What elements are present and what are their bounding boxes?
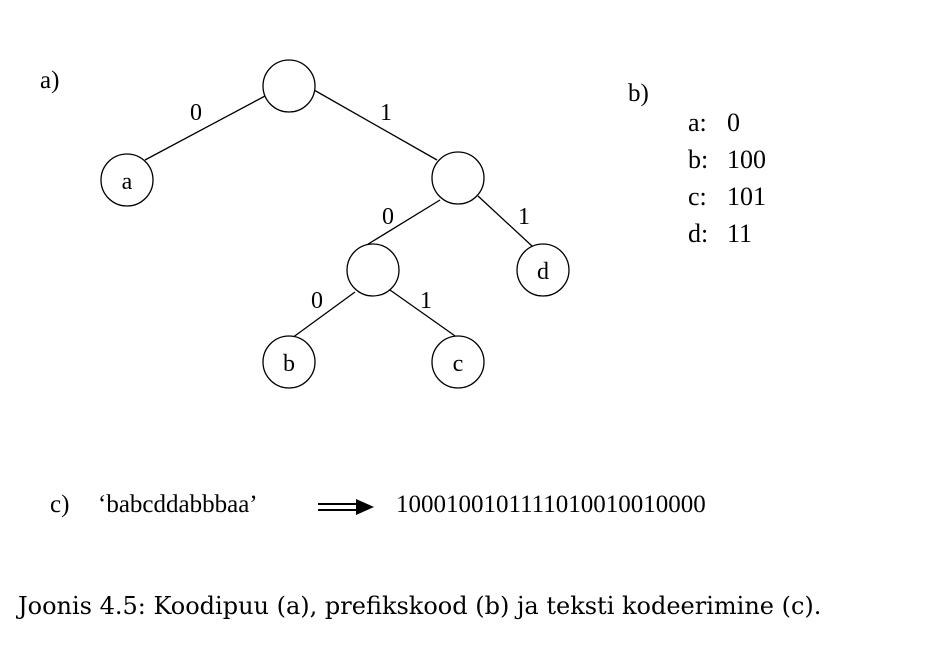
encoding-output: 1000100101111010010010000 <box>396 491 706 518</box>
node-c <box>431 335 485 389</box>
tree-nodes <box>100 59 570 389</box>
part-label-b: b) <box>628 80 649 107</box>
edge-n1-d <box>477 195 533 247</box>
node-b <box>262 335 316 389</box>
node-label-b: b <box>283 351 295 377</box>
encoding-input: ‘babcddabbbaa’ <box>98 491 258 518</box>
edge-root-a <box>144 95 266 161</box>
edge-root-n1 <box>313 89 438 161</box>
figure-caption: Joonis 4.5: Koodipuu (a), prefikskood (b… <box>18 592 822 620</box>
edge-label-n1-n10: 0 <box>382 204 394 230</box>
node-a <box>100 153 154 207</box>
code-table: a: 0 b: 100 c: 101 d: 11 <box>688 108 766 248</box>
node-label-d: d <box>537 259 549 285</box>
code-value-b: 100 <box>727 145 766 174</box>
code-symbol-c: c: <box>688 182 707 211</box>
code-symbol-b: b: <box>688 145 708 174</box>
edge-n10-c <box>389 289 459 339</box>
edge-n1-n10 <box>364 199 441 247</box>
edge-label-n10-b: 0 <box>311 288 323 314</box>
edge-label-root-n1: 1 <box>380 100 392 126</box>
node-label-a: a <box>122 169 133 195</box>
edge-n10-b <box>291 291 356 339</box>
tree-edges <box>144 89 533 339</box>
node-d <box>516 243 570 297</box>
edge-label-root-a: 0 <box>190 100 202 126</box>
code-value-a: 0 <box>727 108 740 137</box>
edge-label-n1-d: 1 <box>518 204 530 230</box>
code-symbol-d: d: <box>688 219 708 248</box>
double-arrow-icon <box>318 499 374 515</box>
code-symbol-a: a: <box>688 108 707 137</box>
node-label-c: c <box>453 351 464 377</box>
node-root <box>262 59 316 113</box>
code-value-c: 101 <box>727 182 766 211</box>
edge-label-n10-c: 1 <box>420 288 432 314</box>
part-label-a: a) <box>40 67 59 94</box>
code-value-d: 11 <box>727 219 752 248</box>
part-label-c: c) <box>50 491 69 518</box>
node-n10 <box>346 243 400 297</box>
node-n1 <box>431 151 485 205</box>
